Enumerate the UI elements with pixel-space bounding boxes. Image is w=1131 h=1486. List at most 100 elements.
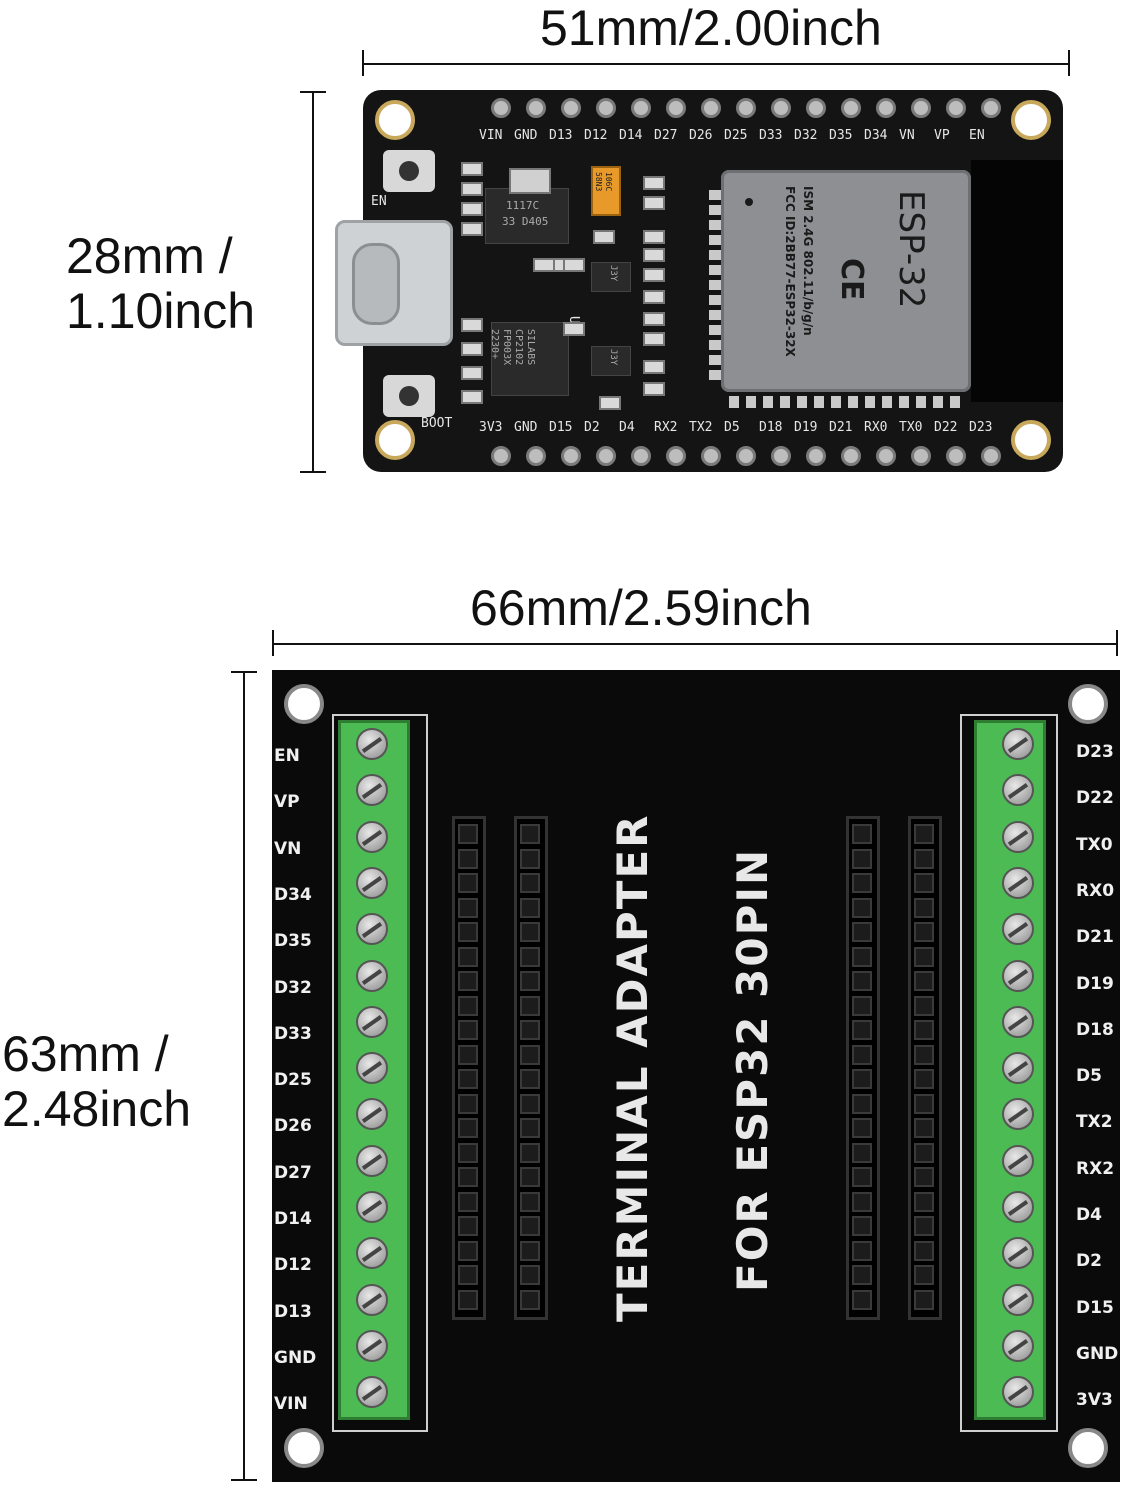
mounting-hole	[375, 100, 415, 140]
terminal-screw	[356, 1191, 388, 1223]
header-socket	[520, 824, 540, 844]
header-socket	[914, 1265, 934, 1285]
mounting-hole	[1011, 100, 1051, 140]
usb-chip-text-3: FP003X	[501, 329, 512, 366]
bottom-pin-label: TX0	[899, 420, 923, 435]
esp32-module: ESP-32 CE ISM 2.4G 802.11/b/g/n FCC ID:2…	[721, 170, 971, 392]
adapter-width-label: 66mm/2.59inch	[470, 580, 812, 636]
header-socket	[914, 1142, 934, 1163]
j3y-text-2: J3Y	[608, 349, 618, 366]
header-socket	[914, 873, 934, 893]
usb-chip-text-4: 2230+	[489, 329, 500, 360]
terminal-screw	[1002, 1376, 1034, 1409]
top-pin-label: D27	[654, 128, 678, 143]
header-socket	[914, 1191, 934, 1212]
header-socket	[458, 922, 478, 942]
right-pin-label: GND	[1076, 1343, 1119, 1364]
top-pin-label: GND	[514, 128, 538, 143]
castellation	[814, 396, 824, 408]
en-button[interactable]	[383, 150, 435, 192]
right-pin-label: D23	[1076, 742, 1114, 762]
bottom-pin-label: D21	[829, 420, 853, 435]
header-socket	[458, 1142, 478, 1163]
header-pin	[491, 98, 511, 118]
header-socket	[914, 971, 934, 991]
header-socket	[520, 1142, 540, 1163]
header-pin	[736, 446, 756, 466]
terminal-screw	[1002, 1329, 1034, 1362]
left-pin-label: GND	[274, 1347, 317, 1368]
terminal-screw	[356, 1329, 388, 1362]
top-pin-label: D14	[619, 128, 643, 143]
castellation	[709, 325, 721, 335]
right-pin-label: D19	[1076, 973, 1114, 994]
esp-width-label: 51mm/2.00inch	[540, 0, 882, 56]
bottom-pin-label: D15	[549, 420, 573, 435]
header-socket	[852, 971, 872, 991]
header-socket	[852, 1044, 872, 1065]
header-pin	[981, 446, 1001, 466]
smd-component	[461, 182, 483, 196]
adapter-width-tick-left	[272, 630, 274, 656]
header-socket	[458, 1289, 478, 1310]
left-pin-label: D34	[274, 884, 312, 905]
smd-component	[643, 230, 665, 244]
castellation	[882, 396, 892, 408]
header-pin	[911, 98, 931, 118]
header-socket	[520, 995, 540, 1016]
bottom-pin-label: D2	[584, 420, 600, 435]
header-socket	[914, 1093, 934, 1114]
mounting-hole	[284, 684, 324, 724]
header-socket	[852, 1142, 872, 1163]
module-line-2: FCC ID:2BB77-ESP32-32X	[783, 186, 797, 357]
terminal-screw	[1002, 1191, 1034, 1223]
header-socket	[458, 971, 478, 991]
antenna-area	[971, 160, 1063, 402]
module-dot	[745, 198, 753, 206]
top-pin-label: D35	[829, 128, 853, 143]
bottom-pin-label: D4	[619, 420, 635, 435]
header-socket	[520, 1020, 540, 1040]
smd-component	[643, 196, 665, 210]
castellation	[709, 370, 721, 380]
terminal-screw	[1002, 1052, 1034, 1085]
header-pin	[491, 446, 511, 466]
terminal-screw	[356, 866, 388, 899]
right-pin-label: D21	[1076, 927, 1114, 948]
header-pin	[771, 446, 791, 466]
header-socket	[520, 1118, 540, 1138]
terminal-screw	[356, 820, 388, 853]
header-pin	[561, 98, 581, 118]
right-terminal-outline	[960, 714, 1058, 1432]
header-socket	[458, 1216, 478, 1236]
esp-height-tick-top	[300, 91, 326, 93]
terminal-screw	[1002, 728, 1034, 760]
header-pin	[911, 446, 931, 466]
header-pin	[701, 446, 721, 466]
right-pin-label: RX2	[1076, 1158, 1115, 1179]
boot-button[interactable]	[383, 375, 435, 417]
bottom-pin-label: D22	[934, 420, 958, 435]
right-pin-label: D2	[1076, 1251, 1102, 1272]
left-terminal-outline	[332, 714, 428, 1432]
regulator-text-1: 1117C	[506, 199, 540, 212]
header-socket	[458, 873, 478, 893]
header-socket	[520, 971, 540, 991]
left-pin-label: D12	[274, 1255, 312, 1276]
header-socket	[852, 1240, 872, 1261]
castellation	[709, 235, 721, 245]
regulator-text-2: 33 D405	[502, 215, 549, 228]
header-socket	[458, 1191, 478, 1212]
terminal-screw	[356, 1376, 388, 1409]
header-socket	[914, 897, 934, 918]
smd-component	[461, 318, 483, 332]
esp-height-line	[312, 92, 314, 472]
header-socket	[520, 873, 540, 893]
castellation	[709, 205, 721, 215]
header-socket	[914, 1167, 934, 1187]
castellation	[899, 396, 909, 408]
header-pin	[631, 446, 651, 466]
smd-component	[461, 162, 483, 176]
castellation	[916, 396, 926, 408]
